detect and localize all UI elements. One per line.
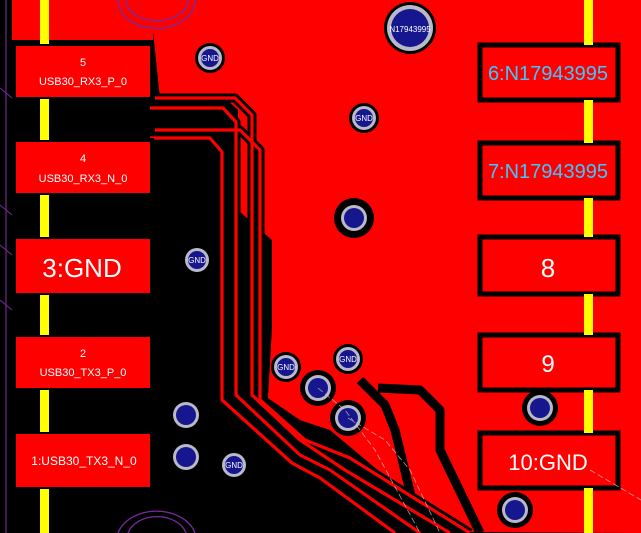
unlabeled-vias [168, 198, 558, 528]
via-gnd-6: GND [219, 450, 249, 480]
pin-1-net: 1:USB30_TX3_N_0 [31, 454, 137, 468]
via-gnd-4: GND [271, 352, 301, 382]
via [168, 439, 204, 475]
left-pin-stripes [40, 0, 49, 533]
via-gnd-1: GND [195, 43, 225, 73]
via-gnd-3-label: GND [188, 256, 206, 265]
via-gnd-3: GND [182, 245, 212, 275]
right-pin-stripes [584, 0, 593, 533]
via-gnd-4-label: GND [277, 363, 295, 372]
pin-10-label: 10:GND [508, 450, 587, 475]
copper-pour-center [153, 0, 480, 470]
labeled-vias: GND GND GND GND GND [182, 2, 436, 480]
right-pad-outlines [477, 42, 621, 491]
pin-6-label: 6:N17943995 [488, 63, 608, 85]
pin-2-number: 2 [80, 348, 86, 360]
via-gnd-5: GND [333, 344, 363, 374]
via-gnd-6-label: GND [225, 461, 243, 470]
ratsnest-lines [317, 387, 641, 533]
via-n17943995: N17943995 [384, 2, 436, 54]
pin-4-number: 4 [80, 153, 86, 165]
via-gnd-5-label: GND [339, 355, 357, 364]
via [168, 397, 204, 433]
left-pin-labels: 5 USB30_RX3_P_0 4 USB30_RX3_N_0 3:GND 2 … [31, 57, 137, 468]
pin-9-label: 9 [541, 351, 554, 378]
via [497, 492, 533, 528]
mounting-hole-arcs [117, 0, 196, 533]
via-gnd-1-label: GND [201, 54, 219, 63]
via [334, 198, 374, 238]
pin-2-net: USB30_TX3_P_0 [40, 367, 127, 379]
right-pin-labels: 6:N17943995 7:N17943995 8 9 10:GND [488, 63, 608, 475]
via-gnd-2-label: GND [355, 114, 373, 123]
left-pad-blocks [12, 42, 154, 491]
pin-4-net: USB30_RX3_N_0 [39, 173, 128, 185]
via [522, 390, 558, 426]
pin-5-net: USB30_RX3_P_0 [39, 76, 127, 88]
via-gnd-2: GND [349, 103, 379, 133]
via-n17943995-label: N17943995 [389, 25, 431, 34]
pin-3-net: 3:GND [42, 253, 121, 283]
pin-5-number: 5 [80, 57, 86, 69]
signal-traces [150, 96, 471, 533]
copper-pour-left [12, 0, 153, 40]
pin-8-label: 8 [541, 253, 555, 283]
pin-7-label: 7:N17943995 [488, 161, 608, 183]
board-edge-ticks [0, 87, 13, 311]
